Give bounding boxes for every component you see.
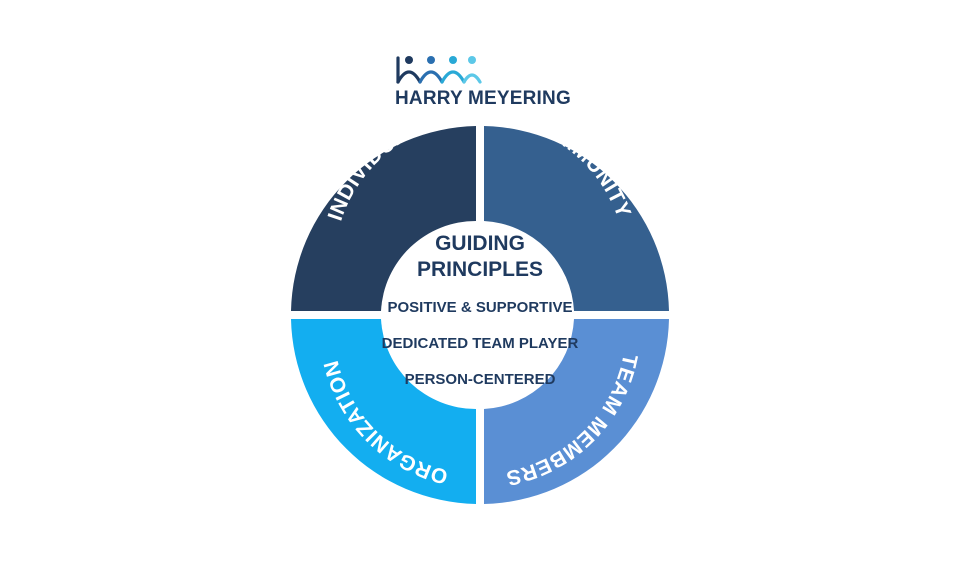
segment-community — [484, 126, 669, 311]
segment-organization — [291, 319, 476, 504]
principle-item: DEDICATED TEAM PLAYER — [382, 335, 579, 352]
segment-team-members — [484, 319, 669, 504]
center-title-line1: GUIDING — [435, 232, 525, 255]
harry-meyering-logo-icon — [396, 56, 482, 84]
principle-item: POSITIVE & SUPPORTIVE — [387, 299, 572, 316]
center-title-line2: PRINCIPLES — [417, 258, 543, 281]
principle-item: PERSON-CENTERED — [405, 371, 556, 388]
segment-individuals — [291, 126, 476, 311]
logo-text: HARRY MEYERING — [395, 88, 571, 109]
